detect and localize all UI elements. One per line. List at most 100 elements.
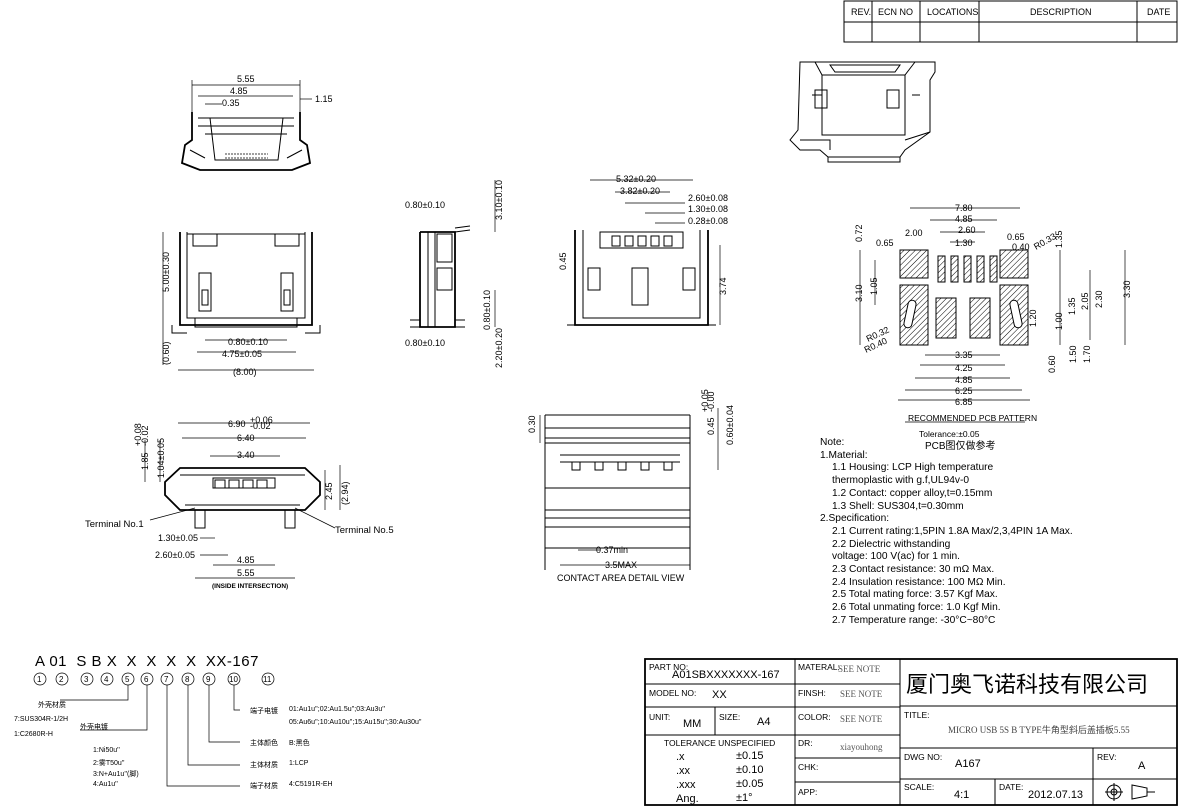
dim-pcb-7-80: 7.80: [955, 203, 973, 213]
description-col-header: DESCRIPTION: [1030, 7, 1092, 17]
note-line: 2.3 Contact resistance: 30 mΩ Max.: [832, 564, 995, 576]
rev-label: REV:: [1097, 752, 1117, 762]
tol-xxx-value: ±0.05: [736, 778, 764, 790]
dim-bottom-1-30: 1.30±0.05: [158, 533, 198, 543]
finish-label: FINSH:: [798, 688, 826, 698]
dim-front-0-80: 0.80±0.10: [228, 337, 268, 347]
rev-value: A: [1138, 760, 1146, 772]
dim-bottom-2-60: 2.60±0.05: [155, 550, 195, 560]
title-block: [644, 658, 1178, 806]
dim-front-8-00: (8.00): [233, 367, 257, 377]
dim-side-0-80-mid: 0.80±0.10: [482, 290, 492, 330]
dim-side-0-80-top: 0.80±0.10: [405, 200, 445, 210]
dim-bottom-1-85-plus: +0.08: [133, 423, 143, 446]
dim-pcb-4-85: 4.85: [955, 214, 973, 224]
dim-pcb-4-25: 4.25: [955, 363, 973, 373]
legend-shell-material: 外壳材质: [38, 702, 66, 709]
code-circle-8: 8: [185, 675, 190, 684]
dim-pcb-1-35-top: 1.35: [1054, 230, 1064, 248]
terminal-5-label: Terminal No.5: [335, 525, 394, 536]
finish-value: SEE NOTE: [840, 689, 883, 699]
dim-pcb-0-40: 0.40: [1012, 242, 1030, 252]
dim-pcb-0-72: 0.72: [854, 224, 864, 242]
front-view: 5.00±0.30 (0.60) 0.80±0.10 4.75±0.05 (8.…: [161, 232, 321, 377]
dim-pcb-1-05: 1.05: [869, 277, 879, 295]
legend-shell-plating-4: 4:Au1u'': [93, 781, 118, 788]
date-label: DATE:: [999, 782, 1024, 792]
legend-shell-plating-1: 1:Ni50u'': [93, 747, 120, 754]
code-circle-4: 4: [104, 675, 109, 684]
unit-value: MM: [683, 718, 702, 730]
dim-pcb-3-35: 3.35: [955, 350, 973, 360]
dim-pcb-1-30: 1.30: [955, 238, 973, 248]
part-no-value: A01SBXXXXXXX-167: [672, 669, 780, 681]
note-line: 2.1 Current rating:1,5PIN 1.8A Max/2,3,4…: [832, 525, 1073, 537]
pcb-title: RECOMMENDED PCB PATTERN: [908, 413, 1037, 423]
code-circle-1: 1: [37, 675, 42, 684]
scale-label: SCALE:: [904, 782, 935, 792]
dim-pcb-1-20: 1.20: [1028, 309, 1038, 327]
inside-intersection-label: (INSIDE INTERSECTION): [212, 583, 288, 590]
dim-contact-0-37: 0.37min: [596, 545, 628, 555]
dim-rear-3-74: 3.74: [718, 277, 728, 295]
note-line: 2.4 Insulation resistance: 100 MΩ Min.: [832, 576, 1006, 588]
rear-view: 5.32±0.20 3.82±0.20 2.60±0.08 1.30±0.08 …: [558, 174, 728, 326]
date-col-header: DATE: [1147, 7, 1170, 17]
scale-value: 4:1: [954, 789, 970, 801]
legend-housing-color: 主体颜色: [250, 740, 278, 747]
dim-bottom-2-94: (2.94): [340, 481, 350, 505]
iso-view: [789, 61, 936, 163]
tol-xx-label: .xx: [676, 765, 691, 777]
dim-pcb-2-05: 2.05: [1080, 292, 1090, 310]
dim-pcb-2-00: 2.00: [905, 228, 923, 238]
code-circle-7: 7: [164, 675, 169, 684]
tol-xxx-label: .xxx: [676, 779, 696, 791]
dim-top-0-35: 0.35: [222, 98, 240, 108]
dim-contact-0-60: 0.60±0.04: [725, 405, 735, 445]
note-line: 1.2 Contact: copper alloy,t=0.15mm: [832, 487, 993, 499]
dim-pcb-2-30: 2.30: [1094, 290, 1104, 308]
model-no-label: MODEL NO:: [649, 688, 697, 698]
terminal-1-label: Terminal No.1: [85, 519, 144, 530]
part-no-label: PART NO:: [649, 662, 689, 672]
tol-x-value: ±0.15: [736, 750, 764, 762]
dim-pcb-1-00: 1.00: [1054, 312, 1064, 330]
legend-housing-material-1: 1:LCP: [289, 760, 309, 767]
dim-pcb-3-30: 3.30: [1122, 280, 1132, 298]
dim-rear-0-45: 0.45: [558, 252, 568, 270]
tol-xx-value: ±0.10: [736, 764, 764, 776]
unit-label: UNIT:: [649, 712, 671, 722]
dim-bottom-4-85: 4.85: [237, 555, 255, 565]
app-label: APP:: [798, 787, 818, 797]
dim-bottom-2-45: 2.45: [324, 482, 334, 500]
legend-shell-material-2: 1:C2680R-H: [14, 731, 53, 738]
code-circle-5: 5: [125, 675, 130, 684]
note-line: Note:: [820, 437, 845, 448]
legend-terminal-material: 端子材质: [250, 783, 278, 790]
dim-pcb-4-85-bottom: 4.85: [955, 375, 973, 385]
contact-detail-title: CONTACT AREA DETAIL VIEW: [557, 573, 685, 583]
dim-bottom-6-90-minus: -0.02: [250, 421, 271, 431]
tol-x-label: .x: [676, 751, 685, 763]
dr-label: DR:: [798, 738, 813, 748]
revision-table: REV. ECN NO LOCATIONS DESCRIPTION DATE: [843, 0, 1178, 43]
legend-shell-material-1: 7:SUS304R-1/2H: [14, 716, 69, 723]
dwg-label: DWG NO:: [904, 752, 943, 762]
dim-bottom-1-85: 1.85: [140, 452, 150, 470]
notes-block: Note: 1.Material: 1.1 Housing: LCP High …: [820, 437, 1073, 628]
note-line: 1.Material:: [820, 449, 868, 461]
dim-bottom-1-85-minus: -0.02: [140, 425, 150, 446]
chk-label: CHK:: [798, 762, 819, 772]
contact-detail-view: 0.30 0.45 +0.05 -0.00 0.60±0.04 0.37min …: [527, 389, 735, 583]
dim-pcb-0-60: 0.60: [1047, 355, 1057, 373]
bottom-view: 6.90 +0.06 -0.02 6.40 3.40 1.85 +0.08 -0…: [85, 415, 394, 590]
material-label: MATERAL:: [798, 662, 840, 672]
dim-front-0-60: (0.60): [161, 341, 171, 365]
dim-top-5-55: 5.55: [237, 74, 255, 84]
dim-bottom-6-40: 6.40: [237, 433, 255, 443]
color-value: SEE NOTE: [840, 714, 883, 724]
dwg-value: A167: [955, 758, 981, 770]
code-circle-10: 10: [229, 675, 238, 684]
dim-pcb-0-65-left: 0.65: [876, 238, 894, 248]
